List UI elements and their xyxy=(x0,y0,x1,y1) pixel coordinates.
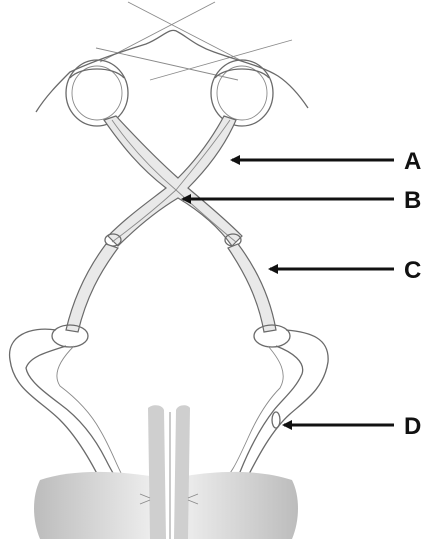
label-b: B xyxy=(404,187,421,214)
pointer-arrows xyxy=(183,160,394,425)
optic-tracts xyxy=(66,244,276,332)
label-c: C xyxy=(404,257,421,284)
head-outline xyxy=(36,30,308,112)
label-d: D xyxy=(404,413,421,440)
optic-chiasm-structure xyxy=(104,116,242,246)
occipital-cortex xyxy=(34,405,298,539)
label-a: A xyxy=(404,148,421,175)
left-eye xyxy=(66,60,128,126)
right-eye xyxy=(211,60,273,126)
